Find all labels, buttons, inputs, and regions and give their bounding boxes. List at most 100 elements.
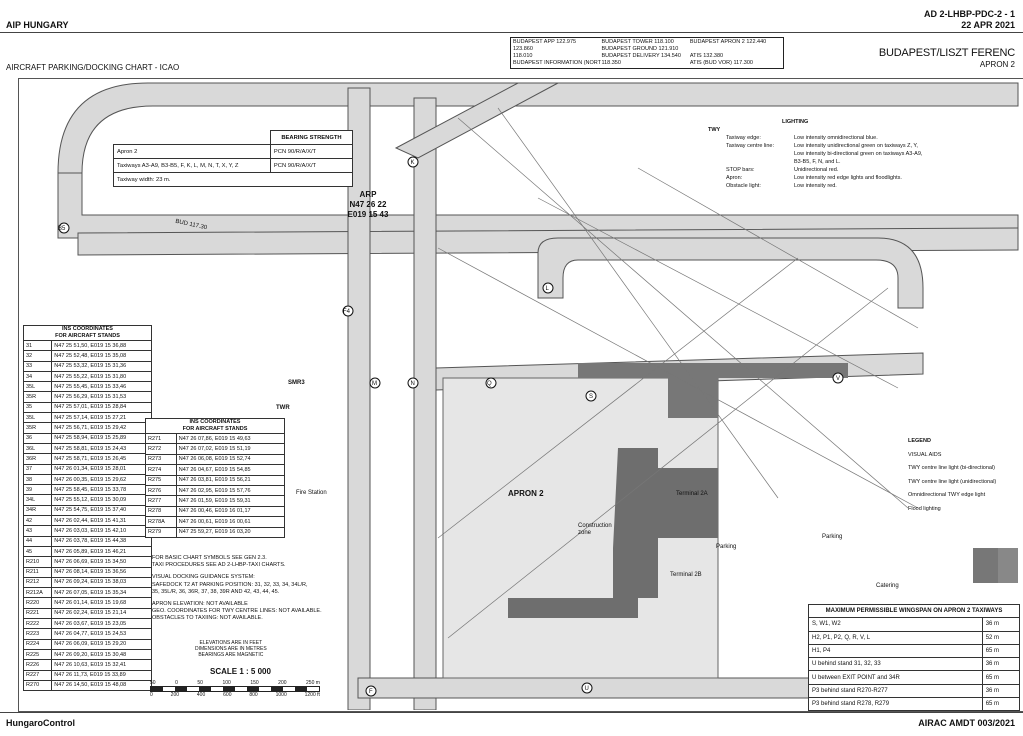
- scale-tick: 50: [150, 680, 156, 686]
- legend-item: Omnidirectional TWY edge light: [908, 492, 986, 498]
- stand-id: R224: [22, 638, 53, 650]
- taxiway-right-loop: [537, 237, 924, 309]
- bearing-row-value: PCN 90/R/A/X/T: [269, 158, 354, 173]
- stand-id: 44: [22, 535, 53, 547]
- map-frame: [18, 78, 1023, 712]
- note-line: SAFEDOCK T2 AT PARKING POSITION: 31, 32,…: [152, 581, 308, 588]
- ins1-title1: INS COORDINATES: [62, 326, 113, 332]
- terminal-2b-label: Terminal 2B: [670, 572, 702, 578]
- stand-id: R211: [22, 566, 53, 578]
- construction-label: Construction zone: [578, 523, 612, 536]
- stand-coordinates: N47 26 01,59, E019 15 59,31: [175, 495, 286, 507]
- frequency-cell: ATIS (BUD VOR) 117.300: [689, 60, 753, 66]
- lighting-value: Low intensity bi-directional green on ta…: [794, 151, 923, 157]
- stand-coordinates: N47 26 06,09, E019 15 29,20: [51, 638, 152, 650]
- stand-id: 34R: [22, 504, 53, 517]
- stand-id: R225: [22, 648, 53, 661]
- scale-tick: 200: [170, 692, 180, 698]
- stand-coordinates: N47 26 04,67, E019 15 54,85: [175, 464, 286, 476]
- wingspan-table: MAXIMUM PERMISSIBLE WINGSPAN ON APRON 2 …: [808, 603, 1021, 712]
- stand-coordinates: N47 26 02,24, E019 15 21,14: [51, 607, 152, 620]
- stand-coordinates: N47 26 07,86, E019 15 49,63: [175, 432, 286, 445]
- stand-id: 36: [22, 432, 53, 444]
- arp-lat: N47 26 22: [349, 200, 387, 209]
- stand-coordinates: N47 26 06,69, E019 15 34,50: [51, 556, 152, 568]
- lighting-key: [726, 150, 794, 158]
- stand-id: H1, P4: [808, 643, 983, 659]
- stand-coordinates: N47 26 07,05, E019 15 35,34: [51, 587, 152, 599]
- stand-coordinates: N47 25 57,01, E019 15 28,84: [51, 401, 152, 414]
- chart-title: AIRCRAFT PARKING/DOCKING CHART - ICAO: [6, 63, 180, 72]
- svg-text:S: S: [589, 394, 593, 400]
- bearing-header: BEARING STRENGTH: [269, 130, 354, 145]
- ins2-title2: FOR AIRCRAFT STANDS: [182, 426, 248, 432]
- stand-id: R278: [145, 505, 177, 518]
- smr-label: SMR3: [288, 380, 305, 386]
- stand-id: R271: [145, 432, 177, 445]
- taxiway-vertical-1: [347, 87, 371, 710]
- stand-id: R221: [22, 607, 53, 620]
- lighting-row: Apron:Low intensity red edge lights and …: [726, 174, 969, 182]
- lighting-key: Obstacle light:: [726, 183, 761, 189]
- taxiway-width-note: Taxiway width: 23 m.: [113, 172, 353, 187]
- units-note-line: DIMENSIONS ARE IN METRES: [195, 646, 267, 652]
- stand-id: 39: [22, 484, 53, 496]
- stand-coordinates: N47 25 53,32, E019 15 31,36: [51, 360, 152, 372]
- lighting-value: Low intensity red.: [794, 183, 837, 189]
- stand-coordinates: 65 m: [981, 697, 1021, 712]
- arp-title: ARP: [359, 190, 377, 199]
- stand-id: 36R: [22, 453, 53, 465]
- frequency-cell: 123.860: [513, 46, 533, 52]
- bearing-row-label: Apron 2: [113, 144, 271, 159]
- units-note: ELEVATIONS ARE IN FEET DIMENSIONS ARE IN…: [195, 640, 267, 658]
- stand-coordinates: N47 26 10,63, E019 15 32,41: [51, 659, 152, 671]
- stand-coordinates: 65 m: [981, 670, 1021, 685]
- footer-amendment: AIRAC AMDT 003/2021: [918, 718, 1015, 728]
- taxiway-vertical-2: [413, 97, 437, 710]
- note-line: FOR BASIC CHART SYMBOLS SEE GEN 2.3.: [152, 555, 267, 561]
- scale-bar-graphic: [150, 686, 320, 692]
- stand-coordinates: N47 26 03,03, E019 15 42,10: [51, 525, 152, 537]
- stand-id: R277: [145, 495, 177, 507]
- header-rule: [0, 32, 1023, 33]
- lighting-subtitle: TWY: [708, 127, 721, 133]
- scale-label: SCALE 1 : 5 000: [210, 667, 271, 676]
- scale-tick: 50: [197, 680, 203, 686]
- svg-text:V: V: [836, 376, 840, 382]
- svg-text:B5: B5: [58, 226, 66, 232]
- stand-id: H2, P1, P2, Q, R, V, L: [808, 630, 983, 645]
- stand-id: 31: [22, 339, 53, 352]
- stand-coordinates: N47 26 03,78, E019 15 44,38: [51, 535, 152, 547]
- stand-coordinates: N47 26 00,46, E019 16 01,17: [175, 505, 286, 518]
- stand-coordinates: N47 26 01,34, E019 15 28,01: [51, 463, 152, 475]
- stand-coordinates: N47 26 08,14, E019 15 36,56: [51, 566, 152, 578]
- legend-subtitle: VISUAL AIDS: [908, 451, 942, 458]
- stand-coordinates: N47 25 58,81, E019 15 24,43: [51, 442, 152, 455]
- area-name: APRON 2: [979, 60, 1015, 69]
- catering-label: Catering: [876, 583, 899, 589]
- stand-id: 37: [22, 463, 53, 475]
- stand-coordinates: N47 25 51,50, E019 15 36,88: [51, 339, 152, 352]
- frequency-cell: BUDAPEST APRON 2 122.440: [689, 39, 767, 45]
- frequency-cell: BUDAPEST GROUND 121.910: [601, 46, 679, 52]
